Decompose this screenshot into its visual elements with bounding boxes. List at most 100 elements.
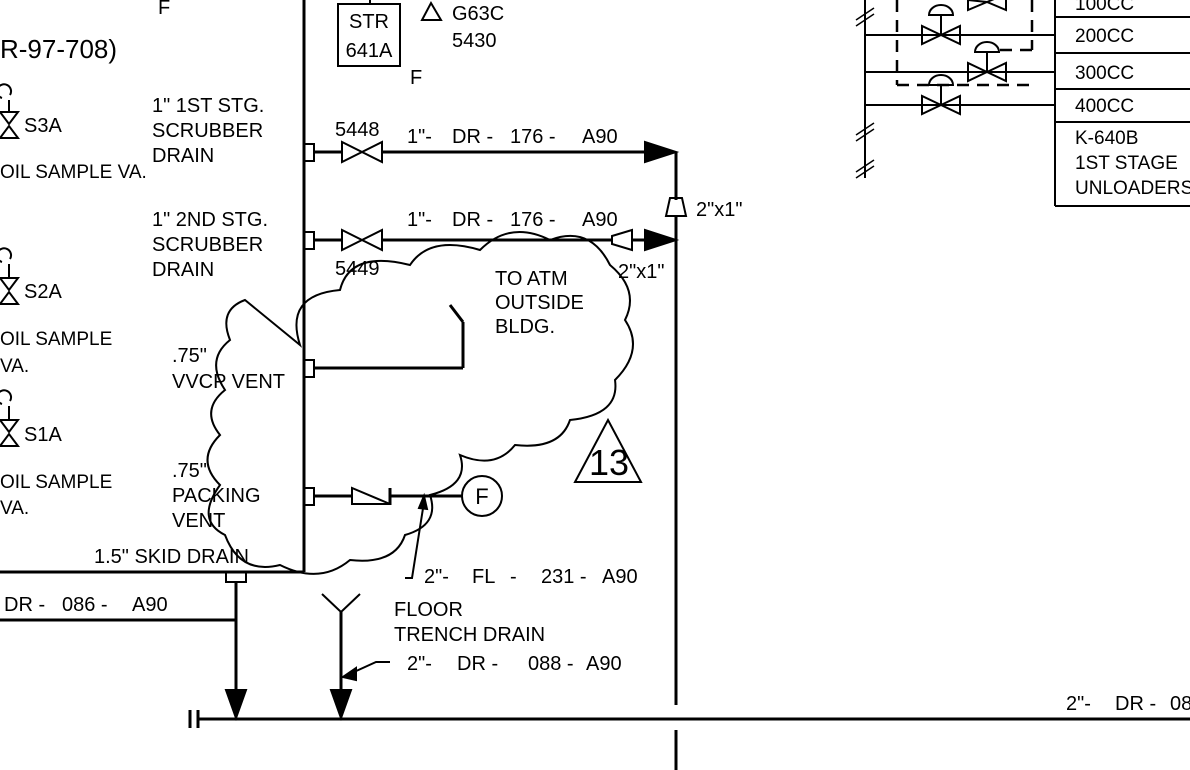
svg-text:TO ATM: TO ATM [495, 268, 568, 290]
g63c-triangle-icon [420, 0, 443, 21]
sample-valve-s1a: S1A OIL SAMPLE VA. [0, 389, 112, 519]
label-1st-stage-scrubber-drain: 1" 1ST STG. SCRUBBER DRAIN [152, 95, 264, 167]
sample-valve-s1a-desc2: VA. [0, 498, 29, 519]
svg-text:DR -: DR - [4, 594, 45, 616]
flow-arrow-icon [644, 140, 680, 164]
svg-text:1" 1ST STG.: 1" 1ST STG. [152, 95, 264, 117]
line-label-dr176-lower: 1"- DR - 176 - A90 [407, 209, 618, 231]
sample-valve-s1a-tag: S1A [24, 424, 62, 446]
svg-text:088 -: 088 - [528, 653, 574, 675]
line-label-dr176-upper: 1"- DR - 176 - A90 [407, 126, 618, 148]
unloader-piping [855, 0, 1055, 179]
unloader-row-200cc: 200CC [1075, 26, 1134, 47]
cloud-note-to-atm: TO ATM OUTSIDE BLDG. [495, 268, 584, 338]
reducer-top-label: 2"x1" [696, 199, 742, 221]
valve-5448-icon [341, 140, 365, 164]
svg-text:VENT: VENT [172, 510, 225, 532]
sample-valve-s2a-desc2: VA. [0, 356, 29, 377]
line-label-fl231: 2"- FL - 231 - A90 [424, 566, 638, 588]
unloader-footer-title: UNLOADERS [1075, 178, 1190, 199]
skid-boundary [0, 0, 306, 574]
sample-valve-s3a: S3A OIL SAMPLE VA. [0, 83, 147, 183]
svg-text:2"-: 2"- [424, 566, 449, 588]
g63c-number: 5430 [452, 30, 497, 52]
strainer-tag-line1: STR [349, 11, 389, 33]
svg-text:SCRUBBER: SCRUBBER [152, 120, 263, 142]
unloader-footer-tag: K-640B [1075, 128, 1138, 149]
line-label-dr088: 2"- DR - 088 - A90 [407, 653, 622, 675]
unloader-row-400cc: 400CC [1075, 96, 1134, 117]
floor-trench-drain [321, 593, 361, 721]
line-label-dr086: DR - 086 - A90 [4, 594, 168, 616]
unloader-legend-box: 100CC 200CC 300CC 400CC K-640B 1ST STAGE… [1054, 0, 1190, 207]
line-label-dr08-right: 2"- DR - 08 [1066, 693, 1190, 715]
svg-text:DR -: DR - [1115, 693, 1156, 715]
flow-instrument-icon [461, 475, 503, 517]
g63c-label: G63C [452, 3, 504, 25]
sample-valve-s2a-tag: S2A [24, 281, 62, 303]
reducer-top-icon [664, 197, 688, 217]
svg-text:2"-: 2"- [407, 653, 432, 675]
line-1st-stage-drain [314, 140, 680, 200]
check-valve-icon [351, 486, 391, 505]
svg-text:VVCP VENT: VVCP VENT [172, 371, 285, 393]
svg-text:SCRUBBER: SCRUBBER [152, 234, 263, 256]
flow-instrument-tag: F [475, 484, 488, 509]
sample-valve-s3a-desc: OIL SAMPLE VA. [0, 162, 147, 183]
svg-text:DR -: DR - [452, 126, 493, 148]
svg-text:OUTSIDE: OUTSIDE [495, 292, 584, 314]
svg-text:A90: A90 [586, 653, 622, 675]
svg-text:FLOOR: FLOOR [394, 599, 463, 621]
svg-text:DRAIN: DRAIN [152, 259, 214, 281]
svg-text:A90: A90 [582, 126, 618, 148]
unloader-row-100cc: 100CC [1075, 0, 1134, 15]
svg-text:1" 2ND STG.: 1" 2ND STG. [152, 209, 268, 231]
sample-valve-s3a-tag: S3A [24, 115, 62, 137]
unloader-row-300cc: 300CC [1075, 63, 1134, 84]
svg-text:2"-: 2"- [1066, 693, 1091, 715]
svg-text:1"-: 1"- [407, 209, 432, 231]
leader-fl231 [405, 501, 425, 579]
label-packing-vent: .75" PACKING VENT [172, 460, 261, 532]
unloader-footer-stage: 1ST STAGE [1075, 153, 1178, 174]
revision-13-triangle-icon [573, 417, 643, 483]
sample-valve-s2a-desc1: OIL SAMPLE [0, 329, 112, 350]
line-vvcp-vent [314, 304, 465, 370]
revision-cloud [206, 231, 634, 575]
sample-valve-s1a-desc1: OIL SAMPLE [0, 472, 112, 493]
valve-5448-tag: 5448 [335, 119, 380, 141]
svg-text:DR -: DR - [452, 209, 493, 231]
top-f-label: F [158, 0, 170, 19]
line-skid-drain [0, 582, 248, 721]
sample-valve-s2a: S2A OIL SAMPLE VA. [0, 247, 112, 377]
drawing-reference: R-97-708) [0, 34, 117, 64]
funnel-icon [321, 593, 361, 614]
svg-text:A90: A90 [582, 209, 618, 231]
svg-text:08: 08 [1170, 693, 1190, 715]
svg-text:DR -: DR - [457, 653, 498, 675]
svg-text:DRAIN: DRAIN [152, 145, 214, 167]
svg-text:FL: FL [472, 566, 495, 588]
svg-text:176 -: 176 - [510, 126, 556, 148]
bottom-drain-header [188, 710, 1190, 728]
svg-text:086 -: 086 - [62, 594, 108, 616]
svg-text:-: - [510, 566, 517, 588]
strainer-tag-line2: 641A [346, 40, 393, 62]
svg-text:BLDG.: BLDG. [495, 316, 555, 338]
svg-text:PACKING: PACKING [172, 485, 261, 507]
solenoid-valve-100cc-icon [967, 0, 1007, 12]
floor-trench-drain-label: FLOOR TRENCH DRAIN [394, 599, 545, 646]
strainer-f-label: F [410, 67, 422, 89]
line-2nd-stage-drain [314, 228, 680, 252]
label-2nd-stage-scrubber-drain: 1" 2ND STG. SCRUBBER DRAIN [152, 209, 268, 281]
label-vvcp-vent: .75" VVCP VENT [172, 345, 285, 393]
svg-text:1"-: 1"- [407, 126, 432, 148]
svg-text:176 -: 176 - [510, 209, 556, 231]
svg-text:231 -: 231 - [541, 566, 587, 588]
svg-text:TRENCH DRAIN: TRENCH DRAIN [394, 624, 545, 646]
svg-text:.75": .75" [172, 460, 207, 482]
label-skid-drain: 1.5" SKID DRAIN [94, 546, 249, 568]
reducer-mid-icon [611, 228, 633, 252]
